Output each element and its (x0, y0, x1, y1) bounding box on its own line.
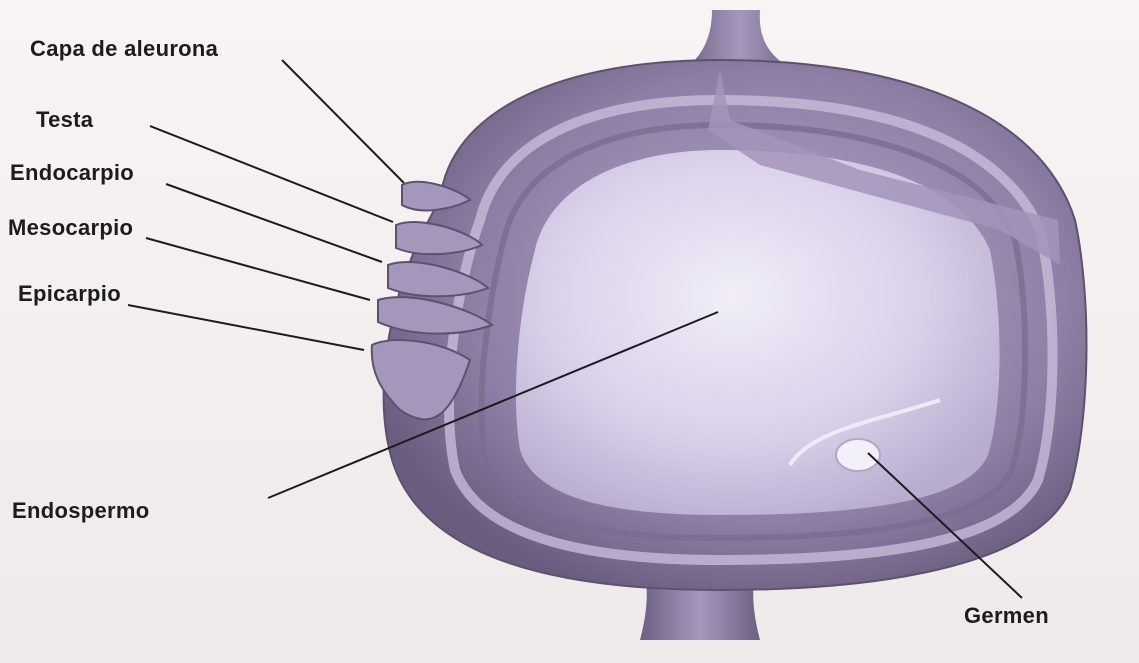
label-endocarp: Endocarpio (10, 160, 134, 186)
label-testa: Testa (36, 107, 93, 133)
leader-epicarp (128, 305, 364, 350)
label-aleurone-layer: Capa de aleurona (30, 36, 218, 62)
leader-aleurone (282, 60, 404, 183)
label-germ: Germen (964, 603, 1049, 629)
leader-endocarp (166, 184, 382, 262)
label-epicarp: Epicarpio (18, 281, 121, 307)
leader-testa (150, 126, 393, 222)
label-endosperm: Endospermo (12, 498, 149, 524)
leader-mesocarp (146, 238, 370, 300)
label-mesocarp: Mesocarpio (8, 215, 133, 241)
